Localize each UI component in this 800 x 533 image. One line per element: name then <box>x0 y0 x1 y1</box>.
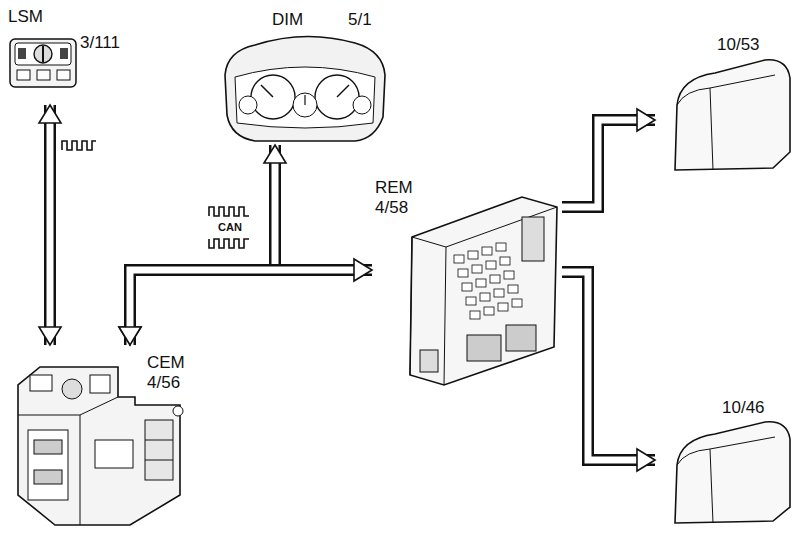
pulse-symbol <box>62 141 249 248</box>
arrow-head <box>119 327 141 345</box>
connector-inner <box>47 105 54 345</box>
central-electronic-module: CEM4/56 <box>10 345 205 529</box>
component-name: REM <box>375 178 413 197</box>
component-name: LSM <box>8 7 43 26</box>
lamp-unit: 10/46 <box>655 395 795 528</box>
connector-inner <box>130 270 372 345</box>
component-name: DIM <box>272 10 303 29</box>
component-number: 10/46 <box>722 398 765 417</box>
light-switch-module: LSM 3/111 <box>5 5 120 105</box>
signal-connector <box>39 105 61 345</box>
instrument-cluster: DIM 5/1 <box>215 5 395 145</box>
arrow-head <box>39 105 61 123</box>
component-number: 10/53 <box>717 35 760 54</box>
connector-outline <box>130 270 372 345</box>
arrow-head <box>39 327 61 345</box>
signal-connector <box>119 145 286 345</box>
connector-inner <box>562 120 655 207</box>
signal-connector <box>562 109 655 207</box>
rear-electronic-module: REM4/58 <box>372 175 562 390</box>
component-number: 4/56 <box>147 373 180 392</box>
arrow-head <box>264 145 286 163</box>
arrow-head <box>637 109 655 131</box>
arrow-head <box>119 327 141 345</box>
component-number: 3/111 <box>80 33 120 52</box>
bus-label: CAN <box>218 221 242 233</box>
connector-outline <box>44 105 56 345</box>
arrow-head <box>354 259 372 281</box>
signal-connector <box>119 259 372 345</box>
lamp-unit: 10/53 <box>655 30 795 175</box>
component-number: 5/1 <box>348 10 372 29</box>
connector-outline <box>562 120 655 207</box>
connector-inner <box>562 272 655 460</box>
connector-outline <box>130 145 275 345</box>
component-name: CEM <box>147 353 185 372</box>
connector-inner <box>130 145 275 345</box>
arrow-head <box>637 449 655 471</box>
component-number: 4/58 <box>375 198 408 217</box>
signal-connector <box>562 272 655 471</box>
connector-outline <box>562 272 655 460</box>
central-electronic-module-illustration <box>10 345 205 529</box>
